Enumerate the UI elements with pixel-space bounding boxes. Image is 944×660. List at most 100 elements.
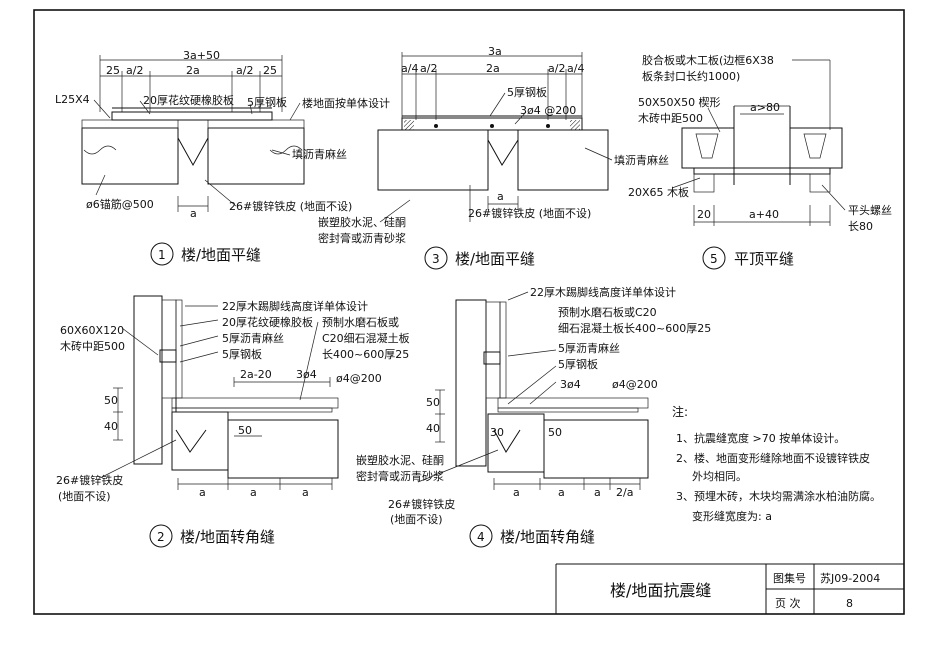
page-label: 页 次 — [775, 596, 801, 610]
d2-label-galvanized: 26#镀锌铁皮 — [56, 473, 123, 487]
detail-3-drawing — [377, 52, 613, 270]
d3-dim-a2-right: a/2 — [548, 62, 565, 75]
detail-5-callout-circle — [702, 246, 726, 270]
d1-dim-25: 25 — [106, 64, 120, 77]
d2-caption: 楼/地面转角缝 — [180, 528, 275, 546]
d4-dim-50-inner: 50 — [548, 426, 562, 439]
d4-dim-40: 40 — [426, 422, 440, 435]
d1-caption: 楼/地面平缝 — [181, 246, 261, 264]
sheet-title: 楼/地面抗震缝 — [610, 581, 711, 600]
detail-2-callout-circle — [149, 524, 173, 548]
d3-dim-2a: 2a — [486, 62, 500, 75]
sheet-border — [33, 9, 905, 615]
d2-label-terrazzo-1: 预制水磨石板或 — [322, 315, 399, 329]
d1-dim-a2-right: a/2 — [236, 64, 253, 77]
d5-label-plywood-1: 胶合板或木工板(边框6X38 — [642, 53, 774, 67]
d2-label-galvanized-note: (地面不设) — [58, 490, 111, 503]
detail-2-drawing — [99, 295, 339, 548]
d3-label-sealant-1: 嵌塑胶水泥、硅酮 — [318, 215, 406, 229]
d1-label-anchor: ø6锚筋@500 — [86, 197, 154, 211]
d2-label-rebar-spacing: ø4@200 — [336, 372, 382, 385]
d2-dim-40: 40 — [104, 420, 118, 433]
d2-label-terrazzo-3: 长400~600厚25 — [322, 348, 409, 361]
note-3: 3、预埋木砖，木块均需满涂水柏油防腐。 — [676, 489, 881, 503]
d1-label-rubber-plate: 20厚花纹硬橡胶板 — [143, 93, 234, 107]
d5-dim-20: 20 — [697, 208, 711, 221]
d3-label-rebar: 3ø4 @200 — [520, 104, 576, 117]
atlas-label: 图集号 — [773, 571, 806, 585]
d4-caption: 楼/地面转角缝 — [500, 528, 595, 546]
d3-label-sealant-2: 密封膏或沥青砂浆 — [318, 231, 406, 245]
d1-label-galvanized: 26#镀锌铁皮 (地面不设) — [229, 199, 352, 213]
d4-label-galvanized-note: (地面不设) — [390, 513, 443, 526]
detail-1-callout-circle — [150, 242, 174, 266]
d3-caption: 楼/地面平缝 — [455, 250, 535, 268]
notes-heading: 注: — [672, 404, 688, 419]
d2-label-wood-brick-size: 60X60X120 — [60, 324, 124, 337]
d2-callout-number: 2 — [157, 530, 165, 544]
note-1: 1、抗震缝宽度 >70 按单体设计。 — [676, 431, 845, 445]
d3-label-steel-plate: 5厚钢板 — [507, 85, 547, 99]
d4-label-asphalt-hemp: 5厚沥青麻丝 — [558, 341, 620, 355]
d1-label-asphalt-hemp: 填沥青麻丝 — [292, 147, 347, 161]
detail-4-callout-circle — [469, 524, 493, 548]
detail-1-drawing — [81, 55, 305, 266]
detail-3-callout-circle — [424, 246, 448, 270]
d4-label-sealant-2: 密封膏或沥青砂浆 — [356, 469, 444, 483]
d4-label-skirting: 22厚木踢脚线高度详单体设计 — [530, 285, 676, 299]
d4-dim-2a: 2/a — [616, 486, 633, 499]
d2-dim-a1: a — [199, 486, 206, 499]
d3-label-asphalt-hemp: 填沥青麻丝 — [614, 153, 669, 167]
d4-label-steel-plate: 5厚钢板 — [558, 357, 598, 371]
d2-dim-a3: a — [302, 486, 309, 499]
d1-label-angle: L25X4 — [55, 93, 90, 106]
d5-label-board: 20X65 木板 — [628, 185, 689, 199]
d4-label-terrazzo-2: 细石混凝土板长400~600厚25 — [558, 321, 711, 335]
d4-dim-50: 50 — [426, 396, 440, 409]
d5-callout-number: 5 — [710, 252, 718, 266]
d1-label-floor-design: 楼地面按单体设计 — [302, 96, 390, 110]
page-number: 8 — [846, 597, 853, 610]
d3-dim-a4-right: a/4 — [567, 62, 584, 75]
d4-label-terrazzo-1: 预制水磨石板或C20 — [558, 305, 657, 319]
note-2: 2、楼、地面变形缝除地面不设镀锌铁皮 — [676, 451, 870, 465]
detail-5-drawing — [671, 59, 846, 270]
title-block — [555, 563, 904, 614]
d2-dim-50: 50 — [104, 394, 118, 407]
detail-4-drawing — [417, 291, 649, 548]
d1-label-steel-plate: 5厚钢板 — [247, 95, 287, 109]
note-2-cont: 外均相同。 — [692, 470, 747, 483]
d4-callout-number: 4 — [477, 530, 485, 544]
d3-dim-a4: a/4 — [401, 62, 418, 75]
d1-dim-total: 3a+50 — [183, 49, 220, 62]
d3-label-galvanized: 26#镀锌铁皮 (地面不设) — [468, 206, 591, 220]
d1-dim-25-right: 25 — [263, 64, 277, 77]
d5-label-plywood-2: 板条封口长约1000) — [642, 69, 740, 83]
note-3-cont: 变形缝宽度为: a — [692, 509, 772, 523]
d4-label-sealant-1: 嵌塑胶水泥、硅酮 — [356, 453, 444, 467]
d1-callout-number: 1 — [158, 248, 166, 262]
d3-dim-bottom: a — [497, 190, 504, 203]
d2-label-skirting: 22厚木踢脚线高度详单体设计 — [222, 299, 368, 313]
d3-dim-a2: a/2 — [420, 62, 437, 75]
d2-dim-50-inner: 50 — [238, 424, 252, 437]
d5-label-screw-length: 长80 — [848, 220, 873, 233]
d5-label-wood-brick: 木砖中距500 — [638, 111, 703, 125]
d4-dim-a1: a — [513, 486, 520, 499]
atlas-number: 苏J09-2004 — [820, 572, 880, 585]
d2-label-terrazzo-2: C20细石混凝土板 — [322, 331, 410, 345]
d1-dim-a2: a/2 — [126, 64, 143, 77]
d2-label-wood-brick-spacing: 木砖中距500 — [60, 339, 125, 353]
d3-dim-total: 3a — [488, 45, 502, 58]
d4-label-rebar-spacing: ø4@200 — [612, 378, 658, 391]
d2-label-asphalt-hemp: 5厚沥青麻丝 — [222, 331, 284, 345]
d2-dim-2a20: 2a-20 — [240, 368, 272, 381]
d5-dim-a40: a+40 — [749, 208, 779, 221]
d3-callout-number: 3 — [432, 252, 440, 266]
d1-dim-bottom: a — [190, 207, 197, 220]
d4-dim-a2: a — [558, 486, 565, 499]
d4-dim-a3: a — [594, 486, 601, 499]
d5-caption: 平顶平缝 — [734, 250, 794, 268]
d5-label-screw: 平头螺丝 — [848, 204, 892, 217]
